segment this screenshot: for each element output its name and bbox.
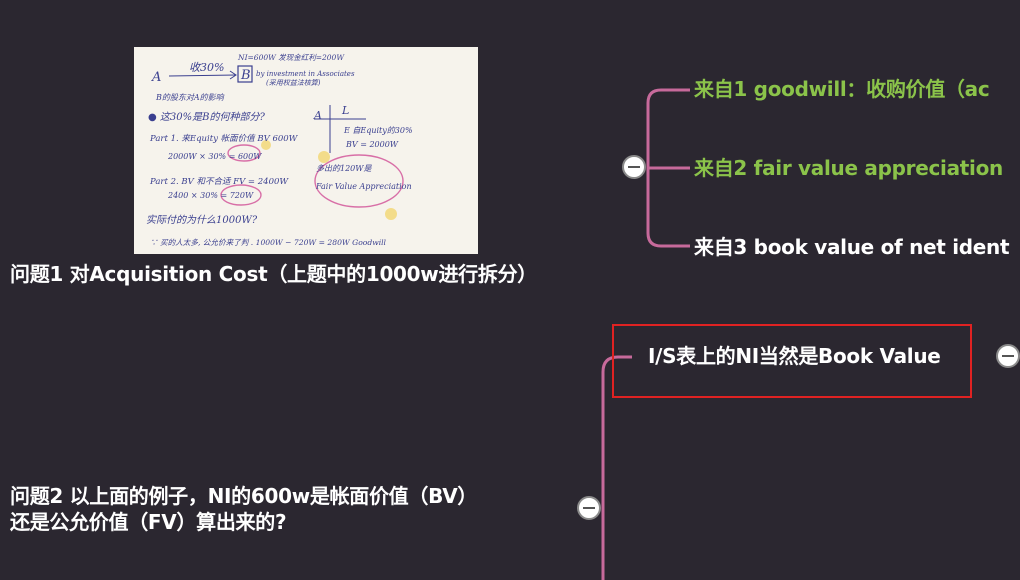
note-text: BV = 2000W <box>345 140 399 149</box>
collapse-minus-icon[interactable] <box>577 496 601 520</box>
branch-goodwill[interactable]: 来自1 goodwill：收购价值（ac <box>694 77 990 101</box>
branch-book-value[interactable]: 来自3 book value of net ident <box>694 235 1010 259</box>
note-text: B <box>240 68 251 83</box>
question-2-line-1: 问题2 以上面的例子，NI的600w是帐面价值（BV） <box>10 484 478 508</box>
note-drawing: A 收30% B NI=600W 发现金红利=200W by investmen… <box>146 53 413 247</box>
connector-q2 <box>601 355 632 580</box>
note-text: 实际付的为什么1000W? <box>146 214 258 226</box>
note-text: A <box>151 70 161 85</box>
note-text: ∵ 买的人太多, 公允价来了判 . 1000W − 720W = 280W Go… <box>150 238 387 247</box>
handwritten-note-image: A 收30% B NI=600W 发现金红利=200W by investmen… <box>134 47 478 254</box>
highlight-box <box>612 324 972 398</box>
branch-fair-value-appreciation[interactable]: 来自2 fair value appreciation <box>694 156 1003 180</box>
note-text: 2400 × 30% = 720W <box>167 191 254 200</box>
topic-question-1[interactable]: 问题1 对Acquisition Cost（上题中的1000w进行拆分） <box>10 262 537 286</box>
note-text: NI=600W 发现金红利=200W <box>237 53 345 62</box>
note-text: (采用权益法核算) <box>266 79 321 87</box>
note-text: Part 1. 来Equity 帐面价值 BV 600W <box>149 133 299 144</box>
note-text: 收30% <box>189 61 224 74</box>
note-text: Fair Value Appreciation <box>315 182 412 191</box>
connector-branch-group <box>646 88 690 248</box>
note-text: B的股东对A的影响 <box>155 93 225 102</box>
note-text: 2000W × 30% = 600W <box>167 152 262 161</box>
note-text: Part 2. BV 和不合适 FV = 2400W <box>149 176 289 187</box>
note-text: ● 这30%是B的何种部分? <box>148 111 265 123</box>
question-2-line-2: 还是公允价值（FV）算出来的? <box>10 510 287 534</box>
note-text: 多出的120W是 <box>316 164 372 173</box>
topic-question-2[interactable]: 问题2 以上面的例子，NI的600w是帐面价值（BV） 还是公允价值（FV）算出… <box>10 483 477 535</box>
topic-is-ni-book-value[interactable]: I/S表上的NI当然是Book Value <box>648 344 941 368</box>
collapse-minus-icon[interactable] <box>996 344 1020 368</box>
note-text: L <box>341 104 349 117</box>
note-text: E 自Equity的30% <box>343 126 413 135</box>
note-text: A <box>313 109 322 122</box>
note-text: by investment in Associates <box>256 70 355 78</box>
collapse-minus-icon[interactable] <box>622 155 646 179</box>
